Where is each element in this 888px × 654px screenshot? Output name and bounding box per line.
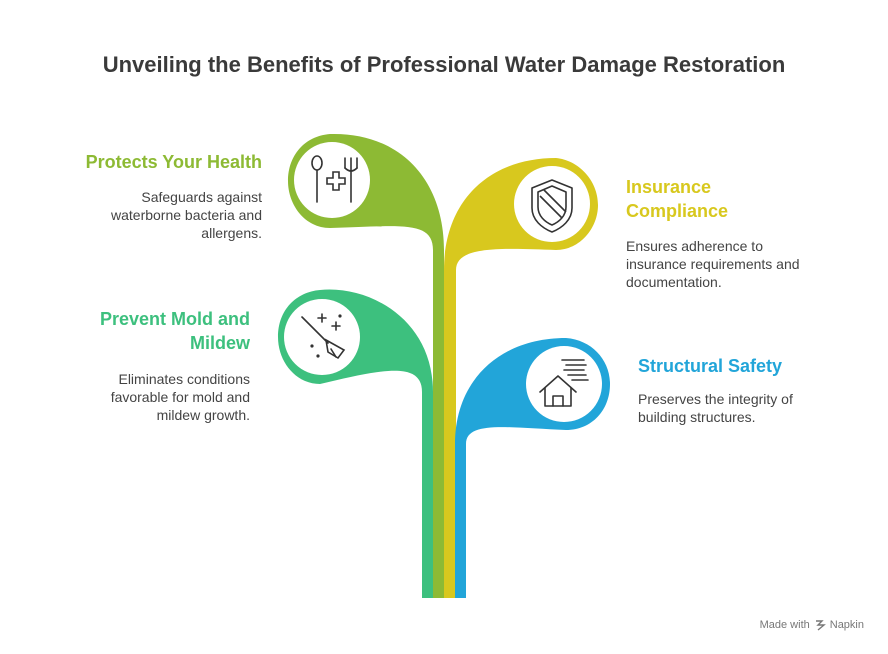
structural-heading: Structural Safety	[638, 356, 783, 376]
brand-label: Napkin	[829, 619, 864, 631]
health-description: Safeguards against waterborne bacteria a…	[111, 189, 262, 241]
health-icon-circle	[294, 142, 370, 218]
mold-heading: Prevent Mold and Mildew	[99, 309, 250, 353]
structural-icon-circle	[526, 346, 602, 422]
insurance-icon-circle	[514, 166, 590, 242]
page-title: Unveiling the Benefits of Professional W…	[102, 52, 786, 77]
shield-icon	[531, 179, 573, 233]
broom-sparkle-icon	[301, 313, 346, 360]
napkin-logo-icon	[815, 620, 826, 631]
health-heading: Protects Your Health	[85, 152, 262, 172]
medical-utensils-icon	[311, 155, 358, 203]
made-with-label: Made with	[759, 619, 810, 631]
structural-description: Preserves the integrity of building stru…	[638, 391, 793, 425]
insurance-heading: Insurance Compliance	[626, 177, 729, 221]
house-wind-icon	[539, 359, 589, 407]
insurance-description: Ensures adherence to insurance requireme…	[626, 238, 800, 290]
mold-description: Eliminates conditions favorable for mold…	[110, 371, 250, 423]
made-with-footer: Made with Napkin	[760, 619, 864, 631]
